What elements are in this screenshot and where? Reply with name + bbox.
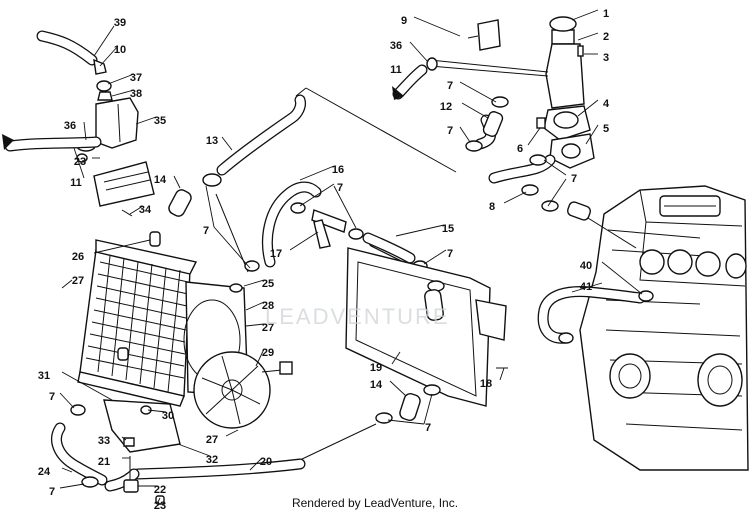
callout-c7a: 7 [571, 173, 577, 185]
callout-c33: 33 [98, 435, 110, 447]
callout-c23a: 23 [74, 156, 86, 168]
callout-c34: 34 [139, 204, 152, 216]
footer-credit: Rendered by LeadVenture, Inc. [291, 496, 459, 510]
callout-c11a: 11 [390, 64, 402, 76]
callout-c7e: 7 [337, 182, 343, 194]
callout-c26: 26 [72, 251, 84, 263]
callout-c3: 3 [603, 52, 609, 64]
callout-c28: 28 [262, 300, 274, 312]
callout-c10: 10 [114, 44, 126, 56]
callout-c27b: 27 [262, 322, 274, 334]
callout-c35: 35 [154, 115, 166, 127]
callout-c1: 1 [603, 8, 609, 20]
callout-c14a: 14 [154, 174, 167, 186]
thermostat-housing-assembly [467, 16, 595, 169]
callout-c2: 2 [603, 31, 609, 43]
callout-c16: 16 [332, 164, 344, 176]
callout-c41: 41 [580, 281, 592, 293]
radiator [77, 231, 198, 407]
callout-c18: 18 [480, 378, 492, 390]
callout-c30: 30 [162, 410, 174, 422]
callout-c8: 8 [489, 201, 495, 213]
callout-c27a: 27 [72, 275, 84, 287]
callout-c7f: 7 [447, 248, 453, 260]
callout-c38: 38 [130, 88, 142, 100]
engine-block [579, 185, 749, 471]
leader-lines [59, 9, 643, 503]
callout-c20: 20 [260, 456, 272, 468]
callout-c7i: 7 [425, 422, 431, 434]
upper-hose [168, 87, 457, 273]
callout-c31: 31 [38, 370, 50, 382]
callout-c40: 40 [580, 260, 592, 272]
callout-c32: 32 [206, 454, 218, 466]
callout-c23b: 23 [154, 500, 166, 512]
callout-c17: 17 [270, 248, 282, 260]
fan-shroud-and-fan [183, 281, 293, 429]
callout-c36b: 36 [64, 120, 76, 132]
callout-c14b: 14 [370, 379, 383, 391]
callout-c7d: 7 [203, 225, 209, 237]
callout-c4: 4 [603, 98, 610, 110]
callout-c5: 5 [603, 123, 609, 135]
callout-c24: 24 [38, 466, 51, 478]
callout-c19: 19 [370, 362, 382, 374]
callout-c7g: 7 [49, 391, 55, 403]
lower-hoses [51, 384, 441, 505]
callout-c12: 12 [440, 101, 452, 113]
overflow-tube [392, 57, 549, 100]
callout-c21: 21 [98, 456, 110, 468]
callout-c7h: 7 [49, 486, 55, 498]
callout-labels: 1234567893611712739103738353623113413147… [38, 8, 610, 512]
callout-c22: 22 [154, 484, 166, 496]
callout-c7c: 7 [447, 125, 453, 137]
radiator-bracket [345, 232, 508, 407]
callout-c25: 25 [262, 278, 274, 290]
callout-c13: 13 [206, 135, 218, 147]
watermark-text: LEADVENTURE [265, 304, 450, 329]
callout-c9: 9 [401, 15, 407, 27]
callout-c39: 39 [114, 17, 126, 29]
callout-c27c: 27 [206, 434, 218, 446]
callout-c29: 29 [262, 347, 274, 359]
engine-hoses [537, 286, 654, 344]
callout-c15: 15 [442, 223, 454, 235]
callout-c37: 37 [130, 72, 142, 84]
callout-c6: 6 [517, 143, 523, 155]
callout-c7b: 7 [447, 80, 453, 92]
callout-c36a: 36 [390, 40, 402, 52]
coolant-reservoir [2, 30, 155, 217]
callout-c11b: 11 [70, 177, 82, 189]
